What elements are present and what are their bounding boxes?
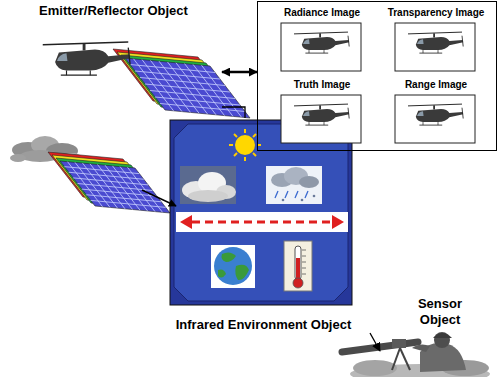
sensor-object: Sensor Object: [380, 296, 495, 374]
atmosphere-grid: [48, 152, 170, 213]
environment-box: [170, 120, 352, 305]
sensor-operator: [342, 332, 490, 377]
globe-icon: [211, 245, 255, 288]
weather-icon: [266, 166, 322, 204]
image-panel: Radiance ImageTransparency ImageTruth Im…: [257, 1, 497, 151]
thermometer-icon: [284, 241, 312, 291]
object-label: Infrared Environment Object: [155, 317, 372, 333]
emitter-object: Emitter/Reflector Object: [5, 3, 222, 115]
image-label: Radiance Image: [266, 6, 378, 19]
input-arrow: [142, 190, 176, 206]
image-label: Transparency Image: [380, 6, 492, 19]
emitter-grid: [113, 49, 250, 118]
image-box: Radiance Image: [266, 6, 378, 74]
object-label: Emitter/Reflector Object: [5, 3, 222, 19]
cloud-icon: [180, 166, 236, 204]
image-box: Truth Image: [266, 78, 378, 146]
object-label: Sensor Object: [405, 296, 475, 328]
image-box: Transparency Image: [380, 6, 492, 74]
image-label: Truth Image: [266, 78, 378, 91]
propagation-arrow: [176, 212, 348, 232]
connector: [370, 333, 380, 351]
image-label: Range Image: [380, 78, 492, 91]
helicopter: [43, 42, 130, 75]
connector: [222, 71, 257, 74]
image-box: Range Image: [380, 78, 492, 146]
environment-object: Infrared Environment Object: [155, 118, 372, 333]
connector: [222, 107, 245, 118]
